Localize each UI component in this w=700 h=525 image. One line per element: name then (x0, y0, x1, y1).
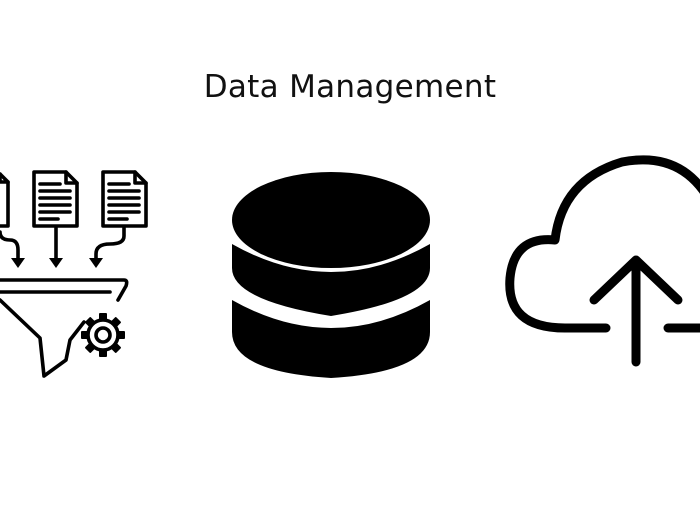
page-title: Data Management (203, 69, 497, 105)
